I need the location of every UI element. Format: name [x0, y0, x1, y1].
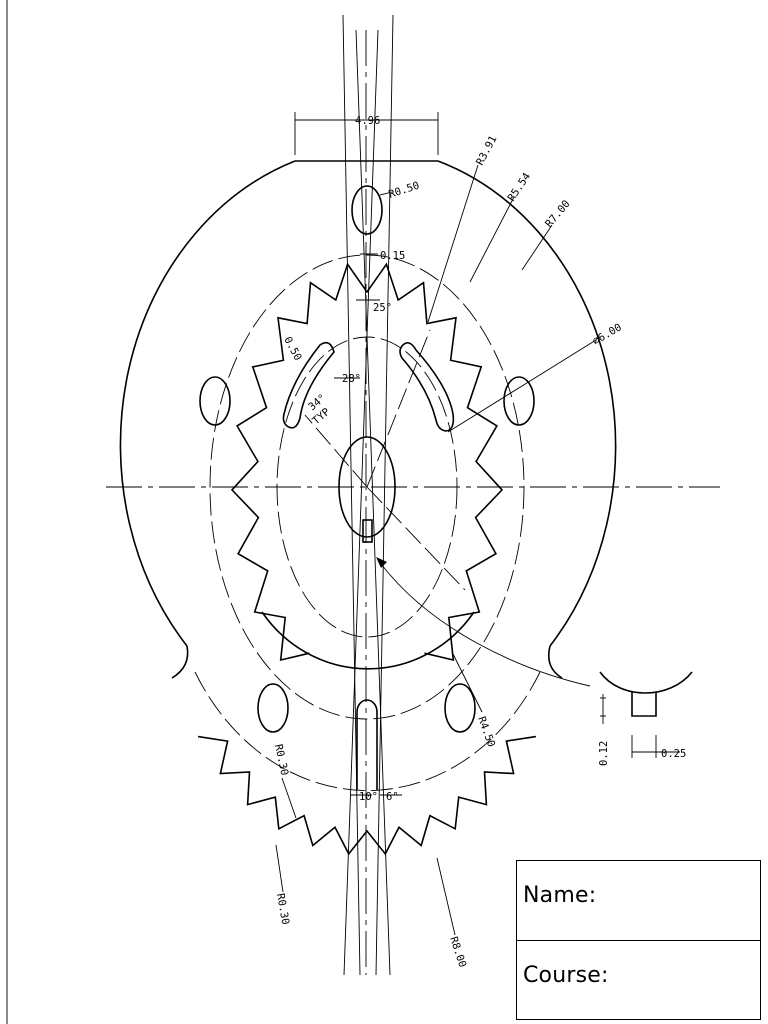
hole-bottom-right — [444, 683, 476, 733]
width-dimension — [294, 112, 439, 155]
dim-slot-angle: 28° — [342, 373, 361, 385]
name-label: Name: — [523, 883, 597, 908]
title-block: Name: Course: — [516, 860, 761, 1020]
name-cell[interactable]: Name: — [517, 861, 760, 941]
dim-notch-radius-lower: R0.30 — [274, 892, 291, 925]
bottom-slot — [356, 699, 378, 790]
slot-left — [282, 341, 335, 429]
keyway-slot — [362, 519, 373, 543]
leader-d600 — [447, 339, 597, 433]
dim-slot-gap: 0.15 — [380, 250, 405, 262]
dim-notch-radius-upper: R0.30 — [272, 743, 290, 776]
hole-right — [503, 376, 535, 426]
keyway-detail — [599, 671, 693, 758]
dim-bore-diameter: ⌀6.00 — [591, 321, 624, 347]
dim-large-radius: R8.00 — [447, 935, 468, 969]
dim-hole-circle-radius: R5.54 — [506, 171, 534, 204]
dim-angle-right: 6° — [386, 791, 399, 803]
dim-slot-width: 0.50 — [281, 335, 303, 363]
gear-teeth-profile — [230, 262, 504, 662]
leader-r800 — [436, 857, 456, 936]
slot-right — [399, 342, 455, 432]
outer-phantom-arc — [194, 671, 541, 791]
hub-arc — [261, 611, 475, 670]
course-label: Course: — [523, 963, 609, 988]
keyway-leader — [377, 559, 591, 687]
dim-root-radius: R3.91 — [474, 134, 499, 168]
dim-keyway-depth: 0.12 — [598, 741, 610, 766]
leader-r050 — [379, 191, 393, 196]
dim-overall-width: 4.96 — [355, 115, 380, 127]
leader-r450 — [451, 651, 483, 713]
hole-left — [199, 376, 231, 426]
course-cell[interactable]: Course: — [517, 941, 760, 1021]
dim-keyway-width: 0.25 — [661, 748, 686, 760]
notched-rim — [197, 735, 537, 856]
dim-tooth-angle: 25° — [373, 302, 392, 314]
dim-angle-left: 10° — [359, 791, 378, 803]
dim-outer-radius: R7.00 — [543, 198, 573, 230]
leader-r030-lower — [275, 844, 284, 893]
leader-r554 — [469, 196, 515, 283]
leader-r700 — [521, 224, 553, 271]
leader-r030-upper — [281, 777, 297, 819]
dim-rim-radius: R4.50 — [475, 715, 497, 749]
outer-profile — [119, 160, 617, 856]
hole-bottom-left — [257, 683, 289, 733]
hole-top — [351, 185, 383, 235]
dim-slot-end-radius: R0.50 — [387, 180, 421, 201]
leader-r391 — [427, 164, 479, 323]
